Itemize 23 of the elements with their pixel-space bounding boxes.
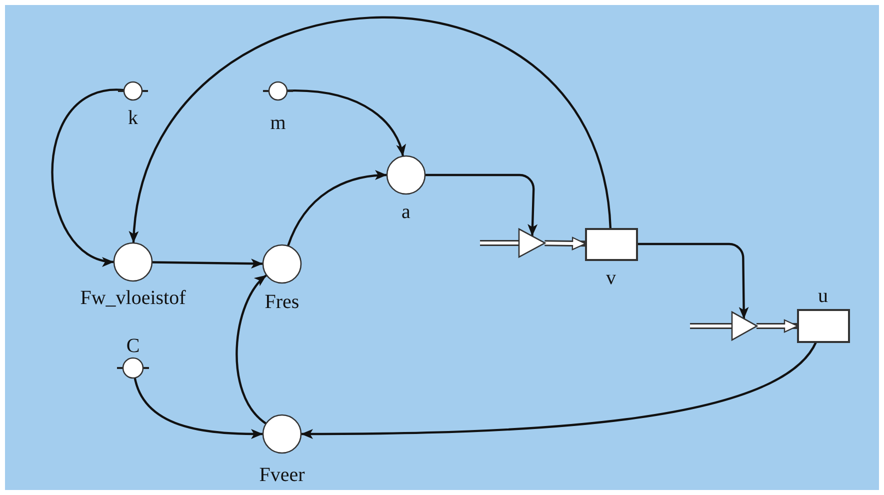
- flow-pipe: [544, 236, 586, 250]
- variable-label: u: [818, 286, 828, 306]
- variable-label: Fw_vloeistof: [80, 288, 186, 308]
- variable-label: v: [606, 268, 616, 288]
- flow-pipe: [480, 240, 519, 246]
- arrow: [425, 174, 538, 236]
- arrow: [51, 89, 124, 265]
- variable-label: Fres: [264, 292, 300, 312]
- variable-label: k: [128, 108, 138, 128]
- arrow: [134, 378, 263, 439]
- arrow: [286, 170, 388, 246]
- variable-label: Fveer: [259, 465, 305, 485]
- flow-pipe: [690, 323, 732, 329]
- variable-label: C: [126, 336, 140, 356]
- arrow: [152, 258, 264, 269]
- flow-pipe: [756, 319, 798, 333]
- variable-label: a: [402, 202, 410, 222]
- arrow: [236, 274, 268, 424]
- arrow: [286, 90, 406, 156]
- arrow: [636, 242, 749, 319]
- arrow: [130, 16, 612, 244]
- arrow: [301, 341, 817, 439]
- variable-label: m: [270, 113, 286, 133]
